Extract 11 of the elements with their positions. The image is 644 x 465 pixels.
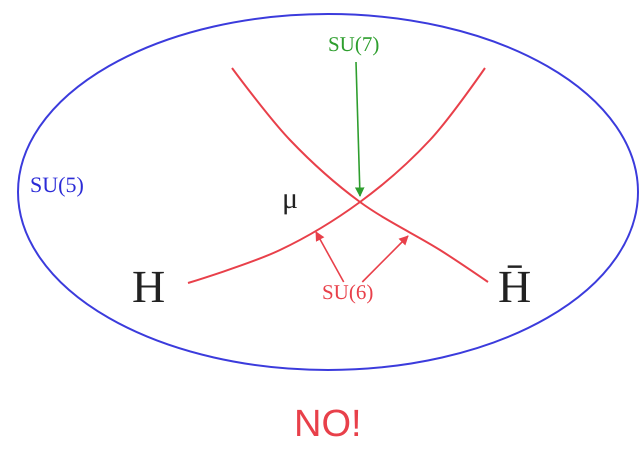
symbol-label: H <box>132 264 166 310</box>
group-label: SU(5) <box>30 172 84 198</box>
group-label: SU(6) <box>322 280 374 305</box>
arrow <box>315 231 344 282</box>
symbol-label: H̄ <box>498 264 532 310</box>
arrow <box>362 235 409 283</box>
arrow <box>354 62 365 197</box>
symbol-label: μ <box>282 184 298 214</box>
ellipse-region <box>16 12 640 372</box>
group-label: SU(7) <box>328 32 380 57</box>
note-text: NO! <box>294 405 362 443</box>
